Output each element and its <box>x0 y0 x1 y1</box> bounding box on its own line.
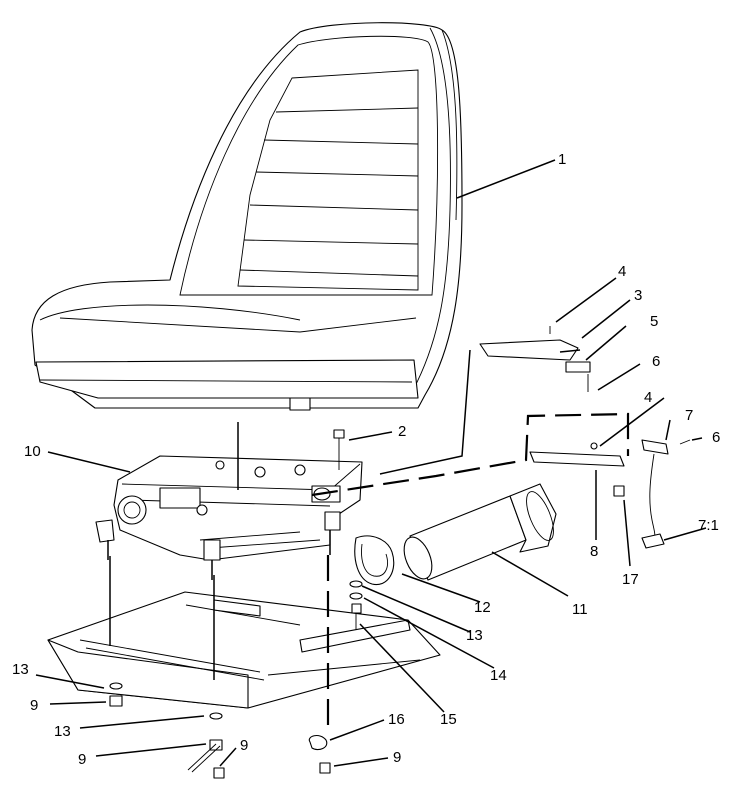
callout-15: 15 <box>440 711 457 728</box>
callout-7: 7 <box>685 407 693 424</box>
routing-lines <box>109 349 630 730</box>
seat-assembly <box>31 22 463 411</box>
storage-tube <box>403 483 557 581</box>
callout-4-top: 4 <box>618 263 626 280</box>
callout-8: 8 <box>590 543 598 560</box>
callout-17: 17 <box>622 571 639 588</box>
callout-1: 1 <box>558 151 566 168</box>
callout-13-right: 13 <box>466 627 483 644</box>
callout-leaders <box>35 159 707 767</box>
callout-4-mid: 4 <box>644 389 652 406</box>
seat-suspension <box>95 455 363 561</box>
callout-5: 5 <box>650 313 658 330</box>
callout-9-left: 9 <box>30 697 38 714</box>
callout-13-lower: 13 <box>54 723 71 740</box>
callout-13-left: 13 <box>12 661 29 678</box>
callout-3: 3 <box>634 287 642 304</box>
callout-labels: 1 2 3 4 4 5 6 6 7 7:1 8 9 9 9 9 10 11 12… <box>12 151 720 768</box>
callout-9-lower: 9 <box>78 751 86 768</box>
callout-9-center: 9 <box>240 737 248 754</box>
callout-14: 14 <box>490 667 507 684</box>
callout-10: 10 <box>24 443 41 460</box>
callout-2: 2 <box>398 423 406 440</box>
mounting-bolts <box>107 530 331 580</box>
callout-11: 11 <box>572 601 588 618</box>
callout-12: 12 <box>474 599 491 616</box>
callout-16: 16 <box>388 711 405 728</box>
callout-6-right: 6 <box>712 429 720 446</box>
callout-6-top: 6 <box>652 353 660 370</box>
callout-7-1: 7:1 <box>698 517 719 534</box>
small-hardware <box>109 326 691 779</box>
callout-9-right: 9 <box>393 749 401 766</box>
strap <box>354 535 395 586</box>
base-plate <box>47 591 441 709</box>
